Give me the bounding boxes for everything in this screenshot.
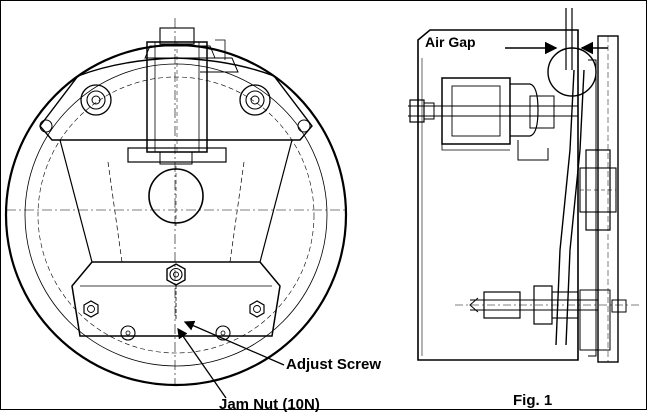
air-gap-detail-circle <box>547 47 597 97</box>
front-view <box>4 18 348 387</box>
outer-housing <box>4 43 348 387</box>
lower-left-bolt <box>83 300 99 318</box>
adjust-screw-jam-nut <box>166 263 186 320</box>
jam-nut-leader <box>177 327 227 399</box>
side-view <box>408 8 640 363</box>
air-gap-label: Air Gap <box>425 34 476 50</box>
side-solenoid <box>441 77 555 145</box>
adjust-screw-label: Adjust Screw <box>286 356 382 373</box>
upper-right-bolt <box>239 84 271 116</box>
adjust-screw-leader <box>183 320 285 366</box>
side-housing <box>417 29 579 361</box>
lower-right-bolt <box>249 300 265 318</box>
figure-caption: Fig. 1 <box>513 392 553 409</box>
jam-nut-label: Jam Nut (10N) <box>219 396 320 413</box>
side-lower-bolt <box>455 285 640 325</box>
lower-bracket <box>71 261 281 337</box>
solenoid-block <box>127 27 227 165</box>
upper-left-bolt <box>80 84 112 116</box>
